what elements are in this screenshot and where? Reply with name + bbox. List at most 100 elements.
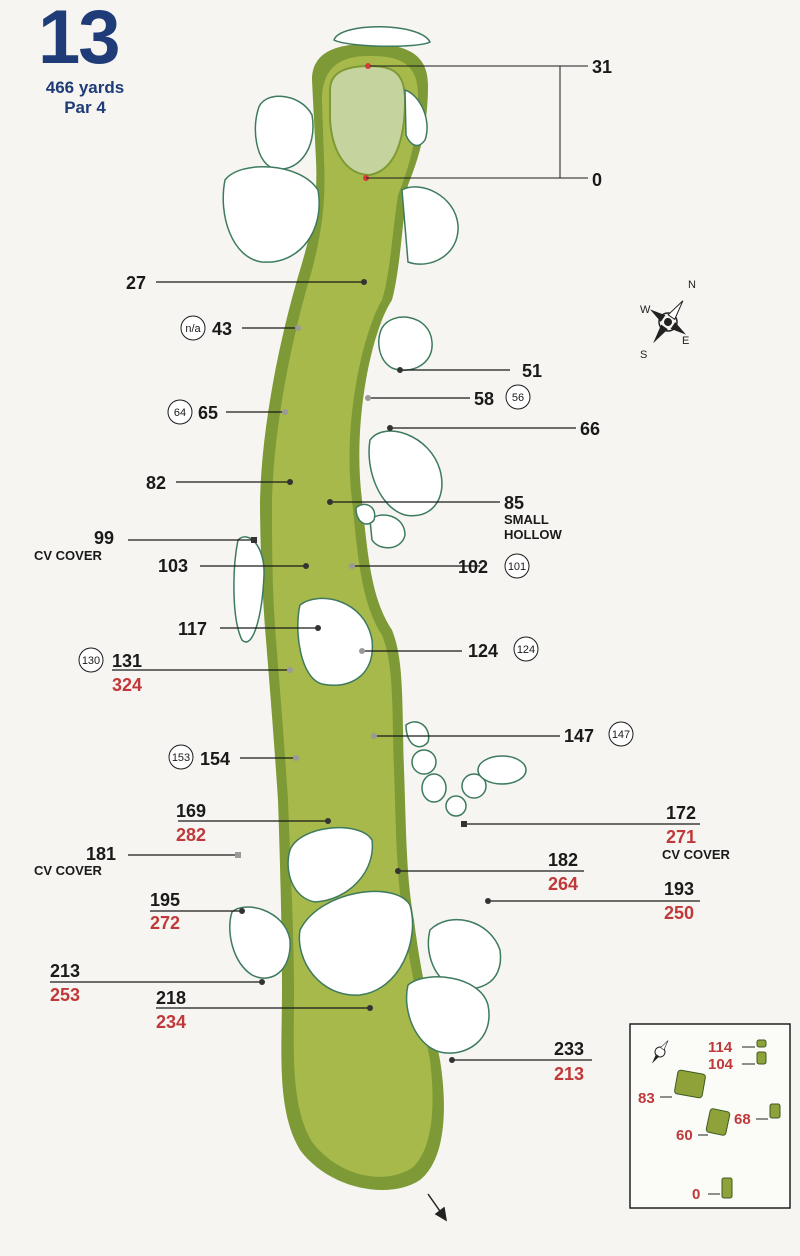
mound-3	[461, 773, 487, 799]
circled-43: n/a	[185, 323, 201, 335]
label-233-red: 213	[554, 1064, 584, 1084]
label-233: 233	[554, 1039, 584, 1059]
circled-131: 130	[82, 655, 100, 667]
mound-5	[445, 795, 467, 817]
bunker-85-a	[369, 514, 406, 549]
bunker-green-left-1	[254, 95, 314, 170]
label-193: 193	[664, 879, 694, 899]
putting-green	[329, 64, 407, 177]
play-direction-arrow	[427, 1193, 448, 1222]
bunker-51	[378, 316, 433, 371]
tee-label-68: 68	[734, 1111, 751, 1128]
label-182: 182	[548, 850, 578, 870]
bunker-233	[405, 976, 490, 1054]
bunker-66	[368, 430, 443, 517]
circled-65: 64	[174, 407, 186, 419]
tee-leaders	[660, 1046, 768, 1195]
tee-box-83	[674, 1069, 706, 1099]
label-124: 124	[468, 641, 498, 661]
label-172-red: 271	[666, 827, 696, 847]
label-117: 117	[178, 619, 207, 639]
label-213: 213	[50, 961, 80, 981]
bunker-117	[297, 597, 374, 686]
compass-w: W	[640, 304, 651, 316]
compass-rose	[649, 300, 687, 344]
label-65: 65	[198, 403, 218, 423]
green-front-label: 0	[592, 170, 602, 190]
tee-label-60: 60	[676, 1127, 693, 1144]
note-172: CV COVER	[662, 847, 731, 862]
mound-4	[477, 755, 527, 785]
label-58: 58	[474, 389, 494, 409]
tee-box-60	[705, 1108, 731, 1136]
green-back-label: 31	[592, 57, 612, 77]
label-99: 99	[94, 528, 114, 548]
compass-s: S	[640, 349, 647, 361]
tee-label-0: 0	[692, 1186, 700, 1203]
circled-147: 147	[612, 729, 630, 741]
label-82: 82	[146, 473, 166, 493]
label-85: 85	[504, 493, 524, 513]
mound-2	[421, 773, 447, 803]
tee-label-104: 104	[708, 1056, 734, 1073]
compass-e: E	[682, 335, 689, 347]
label-27: 27	[126, 273, 146, 293]
label-66: 66	[580, 419, 600, 439]
circled-markers	[78, 315, 634, 770]
label-172: 172	[666, 803, 696, 823]
bunkers	[222, 26, 502, 1054]
circled-154: 153	[172, 752, 190, 764]
label-131: 131	[112, 651, 142, 671]
bunker-195	[229, 906, 291, 979]
label-147: 147	[564, 726, 594, 746]
tee-boxes	[674, 1039, 781, 1199]
label-213-red: 253	[50, 985, 80, 1005]
tee-label-114: 114	[708, 1039, 733, 1056]
label-154: 154	[200, 749, 230, 769]
bunker-green-right-2	[401, 186, 459, 265]
note-181: CV COVER	[34, 863, 103, 878]
tee-label-83: 83	[638, 1090, 655, 1107]
label-195-red: 272	[150, 913, 180, 933]
hole-number: 13	[38, 0, 121, 80]
compass-n: N	[688, 279, 696, 291]
bunker-182	[298, 890, 414, 996]
green-back-pin	[365, 63, 371, 69]
bunker-99	[233, 536, 265, 643]
tee-box-104	[756, 1051, 767, 1065]
circled-102: 101	[508, 561, 526, 573]
note-85-line2: HOLLOW	[504, 527, 562, 542]
hole-info: 466 yards Par 4	[30, 78, 140, 118]
tee-inset-compass	[651, 1040, 669, 1064]
label-102: 102	[458, 557, 488, 577]
note-85-line1: SMALL	[504, 512, 549, 527]
hole-par: Par 4	[64, 98, 106, 117]
label-169-red: 282	[176, 825, 206, 845]
mounds	[411, 749, 527, 817]
label-169: 169	[176, 801, 206, 821]
label-218-red: 234	[156, 1012, 186, 1032]
tee-box-114	[756, 1039, 767, 1048]
label-218: 218	[156, 988, 186, 1008]
hole-yards: 466 yards	[45, 78, 125, 97]
label-43: 43	[212, 319, 232, 339]
label-131-red: 324	[112, 675, 142, 695]
mound-1	[411, 749, 437, 775]
tee-box-0	[721, 1177, 733, 1199]
tee-box-68	[769, 1103, 781, 1119]
label-51: 51	[522, 361, 542, 381]
label-182-red: 264	[548, 874, 578, 894]
bunker-green-left-2	[222, 165, 320, 263]
label-193-red: 250	[664, 903, 694, 923]
bunker-85-b	[355, 503, 376, 525]
bunker-147	[405, 721, 430, 748]
circled-124: 124	[517, 644, 535, 656]
label-103: 103	[158, 556, 188, 576]
circled-58: 56	[512, 392, 524, 404]
bunker-169	[287, 827, 374, 903]
label-181: 181	[86, 844, 116, 864]
label-195: 195	[150, 890, 180, 910]
note-99: CV COVER	[34, 548, 103, 563]
bunker-green-back	[333, 26, 431, 47]
